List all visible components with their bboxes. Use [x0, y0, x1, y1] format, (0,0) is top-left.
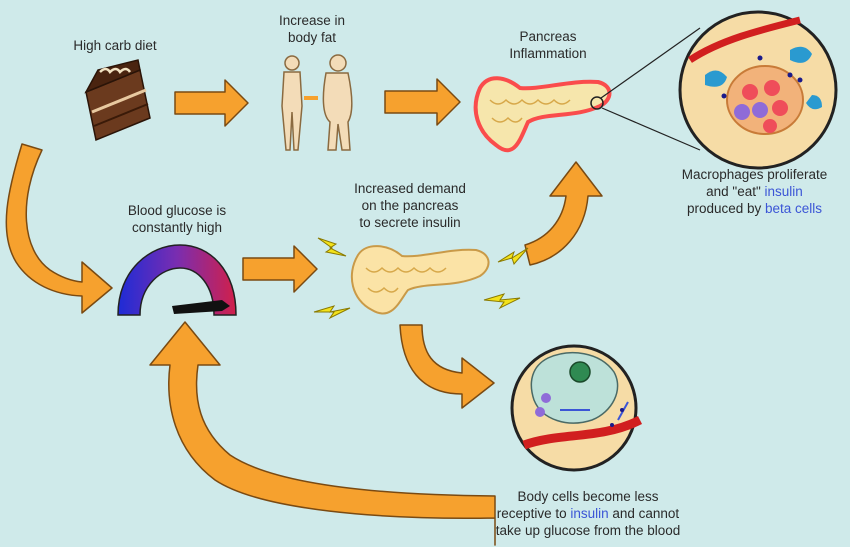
label-infl-line-1: Pancreas [488, 28, 608, 45]
arrow-pancreas-to-inflammation [525, 162, 602, 265]
arrow-fat-to-inflammation [385, 79, 460, 125]
label-body-line-1: Body cells become less [468, 488, 708, 505]
label-demand-line-2: on the pancreas [330, 197, 490, 214]
label-glucose-line-1: Blood glucose is [102, 202, 252, 219]
cake-icon [86, 60, 150, 140]
label-body-cells: Body cells become less receptive to insu… [468, 488, 708, 539]
label-demand-line-1: Increased demand [330, 180, 490, 197]
macrophage-circle-icon [680, 12, 836, 168]
arrow-diet-to-fat [175, 80, 248, 126]
arrow-pancreas-to-cells [400, 325, 494, 408]
label-macro-beta-cells: beta cells [765, 201, 822, 216]
label-increase-body-fat: Increase in body fat [252, 12, 372, 46]
label-macro-line-2: and "eat" insulin [662, 183, 847, 200]
gauge-icon [118, 245, 236, 315]
label-macro-line-1: Macrophages proliferate [662, 166, 847, 183]
label-demand-line-3: to secrete insulin [330, 214, 490, 231]
body-fat-icon [282, 55, 352, 150]
label-body-line-2: receptive to insulin and cannot [468, 505, 708, 522]
arrow-cells-to-glucose [150, 322, 495, 545]
label-macro-produced: produced by [687, 201, 765, 216]
label-diet-text: High carb diet [50, 37, 180, 54]
label-body-insulin: insulin [570, 506, 608, 521]
cell-circle-icon [512, 346, 640, 470]
label-macro-eat: and "eat" [706, 184, 764, 199]
arrow-diet-to-glucose [6, 144, 112, 313]
label-blood-glucose: Blood glucose is constantly high [102, 202, 252, 236]
label-glucose-line-2: constantly high [102, 219, 252, 236]
label-infl-line-2: Inflammation [488, 45, 608, 62]
pancreas-icon [352, 246, 489, 313]
label-fat-line-2: body fat [252, 29, 372, 46]
label-increased-demand: Increased demand on the pancreas to secr… [330, 180, 490, 231]
label-macro-line-3: produced by beta cells [662, 200, 847, 217]
label-pancreas-inflammation: Pancreas Inflammation [488, 28, 608, 62]
label-macro-insulin: insulin [765, 184, 803, 199]
label-body-line-3: take up glucose from the blood [468, 522, 708, 539]
label-body-receptive: receptive to [497, 506, 571, 521]
label-macrophages: Macrophages proliferate and "eat" insuli… [662, 166, 847, 217]
label-high-carb-diet: High carb diet [50, 37, 180, 54]
label-body-cannot: and cannot [609, 506, 680, 521]
arrow-glucose-to-pancreas [243, 246, 317, 292]
label-fat-line-1: Increase in [252, 12, 372, 29]
